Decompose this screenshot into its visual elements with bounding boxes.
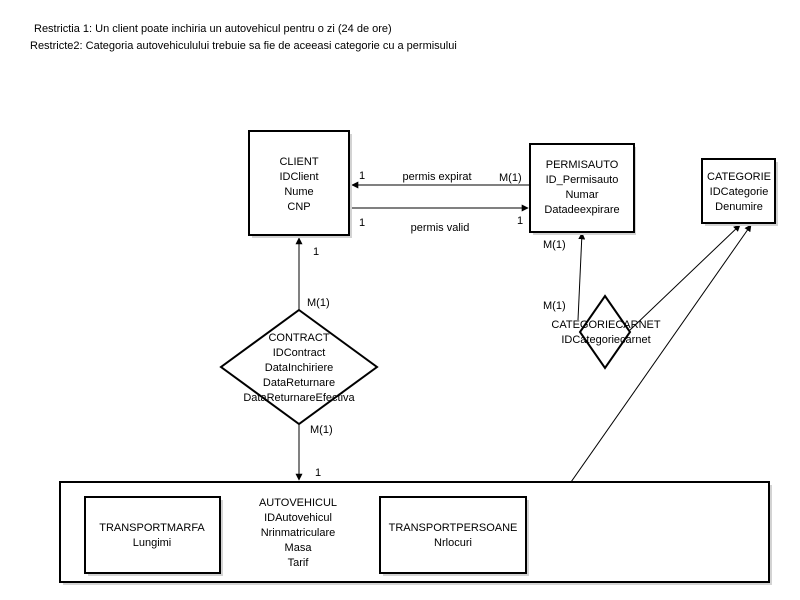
autovehicul-title: AUTOVEHICUL bbox=[259, 497, 337, 509]
autovehicul-attr-tarif: Tarif bbox=[288, 557, 310, 569]
relationship-contract: CONTRACT IDContract DataInchiriere DataR… bbox=[219, 308, 379, 426]
card-valid-client: 1 bbox=[359, 217, 365, 229]
restriction-note-1: Restrictia 1: Un client poate inchiria u… bbox=[34, 23, 392, 35]
relationship-categoriecarnet: CATEGORIECARNET IDCategoriecarnet bbox=[551, 294, 661, 370]
transportmarfa-attr-lungimi: Lungimi bbox=[133, 537, 172, 549]
entity-categorie: CATEGORIE IDCategorie Denumire bbox=[701, 158, 778, 226]
card-permis-carnet: M(1) bbox=[543, 239, 566, 251]
edge-carnet-permis bbox=[577, 232, 586, 321]
contract-title: CONTRACT bbox=[268, 332, 329, 344]
transportpersoane-attr-nrlocuri: Nrlocuri bbox=[434, 537, 472, 549]
edge-label-permis-valid: permis valid bbox=[411, 222, 470, 234]
autovehicul-attr-masa: Masa bbox=[285, 542, 313, 554]
entity-transportmarfa: TRANSPORTMARFA Lungimi bbox=[84, 496, 223, 576]
card-contract-client: M(1) bbox=[307, 297, 330, 309]
entity-client: CLIENT IDClient Nume CNP bbox=[248, 130, 352, 238]
permisauto-title: PERMISAUTO bbox=[546, 159, 619, 171]
categorie-attr-id: IDCategorie bbox=[710, 186, 769, 198]
contract-attr-id: IDContract bbox=[273, 347, 326, 359]
permisauto-attr-numar: Numar bbox=[565, 189, 598, 201]
entity-transportpersoane: TRANSPORTPERSOANE Nrlocuri bbox=[379, 496, 529, 576]
entity-permisauto: PERMISAUTO ID_Permisauto Numar Datadeexp… bbox=[529, 143, 636, 235]
contract-attr-datareturnare: DataReturnare bbox=[263, 377, 335, 389]
client-attr-id: IDClient bbox=[279, 171, 318, 183]
transportpersoane-title: TRANSPORTPERSOANE bbox=[389, 522, 518, 534]
client-attr-cnp: CNP bbox=[287, 201, 310, 213]
categorie-title: CATEGORIE bbox=[707, 171, 771, 183]
card-auto-contract: 1 bbox=[315, 467, 321, 479]
contract-attr-datainchiriere: DataInchiriere bbox=[265, 362, 333, 374]
permisauto-attr-expirare: Datadeexpirare bbox=[544, 204, 619, 216]
card-contract-auto: M(1) bbox=[310, 424, 333, 436]
edge-carnet-categorie bbox=[629, 224, 741, 331]
card-client-contract: 1 bbox=[313, 246, 319, 258]
card-valid-permis: 1 bbox=[517, 215, 523, 227]
edge-label-permis-expirat: permis expirat bbox=[402, 171, 471, 183]
card-expirat-client: 1 bbox=[359, 170, 365, 182]
client-attr-nume: Nume bbox=[284, 186, 313, 198]
client-title: CLIENT bbox=[279, 156, 318, 168]
contract-attr-datareturnareefectiva: DataReturnareEfectiva bbox=[243, 392, 355, 404]
categoriecarnet-attr-id: IDCategoriecarnet bbox=[561, 334, 650, 346]
autovehicul-attr-nrinmatriculare: Nrinmatriculare bbox=[261, 527, 336, 539]
restriction-note-2: Restricte2: Categoria autovehiculului tr… bbox=[30, 40, 457, 52]
card-expirat-permis: M(1) bbox=[499, 172, 522, 184]
autovehicul-attr-id: IDAutovehicul bbox=[264, 512, 332, 524]
edge-transportpersoane-categorie bbox=[535, 224, 752, 533]
categoriecarnet-title: CATEGORIECARNET bbox=[551, 319, 660, 331]
card-carnet-permis: M(1) bbox=[543, 300, 566, 312]
permisauto-attr-id: ID_Permisauto bbox=[546, 174, 619, 186]
categorie-attr-denumire: Denumire bbox=[715, 201, 763, 213]
transportmarfa-title: TRANSPORTMARFA bbox=[99, 522, 205, 534]
